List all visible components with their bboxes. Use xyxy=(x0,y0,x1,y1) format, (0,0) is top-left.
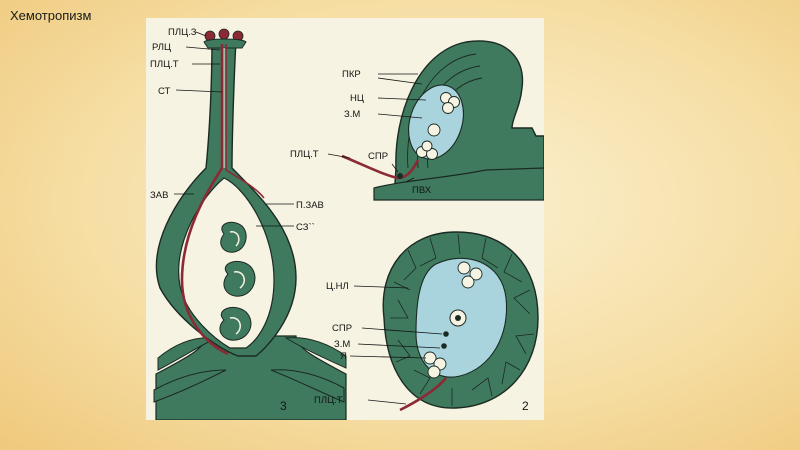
sperm-cell-3 xyxy=(441,343,447,349)
pistil-figure: ПЛЦ.З РЛЦ ПЛЦ.Т СТ ЗАВ П.ЗАВ СЗ`` 3 xyxy=(150,27,346,420)
sperm-cell-2 xyxy=(443,331,449,337)
label-plc-t-fig1: ПЛЦ.Т xyxy=(290,149,319,160)
label-plc-z: ПЛЦ.З xyxy=(168,27,197,38)
antipodal-cell xyxy=(443,103,454,114)
figure-panel: ПЛЦ.З РЛЦ ПЛЦ.Т СТ ЗАВ П.ЗАВ СЗ`` 3 xyxy=(146,18,544,420)
label-nc: НЦ xyxy=(350,93,364,104)
central-nucleus xyxy=(428,124,440,136)
label-rlc: РЛЦ xyxy=(152,42,171,53)
label-zav: ЗАВ xyxy=(150,190,168,201)
label-pkr: ПКР xyxy=(342,69,361,80)
label-sz: СЗ`` xyxy=(296,222,315,233)
figure-number-2: 2 xyxy=(522,399,529,413)
central-nucleus-2 xyxy=(455,315,461,321)
stigma xyxy=(204,39,246,48)
label-ya: Я xyxy=(340,351,347,362)
label-pvh: ПВХ xyxy=(412,185,432,196)
stigma-bulb-mid xyxy=(219,29,229,39)
label-plc-t: ПЛЦ.Т xyxy=(150,59,179,70)
ovule xyxy=(224,261,255,296)
antipodal-cell xyxy=(458,262,470,274)
egg-apparatus-cell xyxy=(428,366,440,378)
egg-apparatus-cell xyxy=(422,141,432,151)
label-plc-t-fig2: ПЛЦ.Т xyxy=(314,395,343,406)
sperm-cell xyxy=(397,173,403,179)
ovule xyxy=(221,222,246,252)
label-spr-fig2: СПР xyxy=(332,323,352,334)
label-p-zav: П.ЗАВ xyxy=(296,200,324,211)
label-z-m: З.М xyxy=(344,109,360,120)
nucellus-figure: Ц.НЛ СПР З.М Я ПЛЦ.Т 2 xyxy=(314,232,538,413)
ovule xyxy=(220,307,251,340)
label-st: СТ xyxy=(158,86,171,97)
label-c-nl: Ц.НЛ xyxy=(326,281,349,292)
botany-diagram: ПЛЦ.З РЛЦ ПЛЦ.Т СТ ЗАВ П.ЗАВ СЗ`` 3 xyxy=(146,18,544,420)
label-spr: СПР xyxy=(368,151,388,162)
figure-number-3: 3 xyxy=(280,399,287,413)
ovule-figure: ПКР НЦ З.М ПЛЦ.Т СПР ПВХ xyxy=(290,41,544,200)
label-z-m-fig2: З.М xyxy=(334,339,350,350)
antipodal-cell xyxy=(462,276,474,288)
slide-title: Хемотропизм xyxy=(10,8,91,23)
